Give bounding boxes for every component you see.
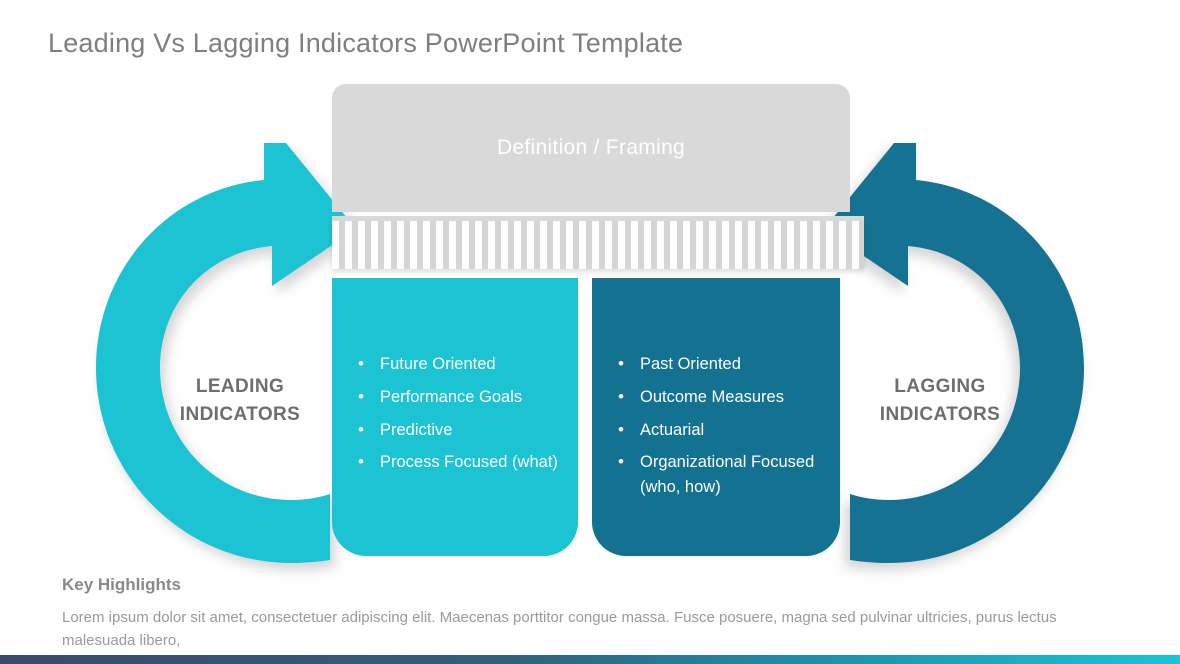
definition-label: Definition / Framing	[496, 136, 686, 159]
striped-divider-band	[332, 216, 864, 269]
leading-label-line1: LEADING	[195, 376, 285, 397]
lagging-label-line1: LAGGING	[894, 376, 986, 397]
list-item: Performance Goals	[354, 384, 560, 410]
list-item: Future Oriented	[354, 351, 560, 377]
leading-indicators-label: LEADING INDICATORS	[140, 373, 340, 428]
list-item: Process Focused (what)	[354, 449, 560, 475]
lagging-indicators-label: LAGGING INDICATORS	[840, 373, 1040, 428]
list-item: Organizational Focused (who, how)	[614, 449, 822, 500]
leading-curved-arrow	[96, 143, 356, 563]
lagging-label-line2: INDICATORS	[879, 403, 1001, 425]
key-highlights-body: Lorem ipsum dolor sit amet, consectetuer…	[62, 609, 1057, 650]
bottom-accent-bar	[0, 655, 1180, 664]
definition-box: Definition / Framing	[332, 84, 850, 212]
list-item: Outcome Measures	[614, 384, 822, 410]
key-highlights-heading: Key Highlights	[62, 575, 182, 594]
footer-section: Key Highlights Lorem ipsum dolor sit ame…	[62, 575, 1122, 653]
leading-indicators-panel: Future Oriented Performance Goals Predic…	[332, 278, 578, 556]
lagging-curved-arrow	[824, 143, 1084, 563]
list-item: Predictive	[354, 417, 560, 443]
lagging-indicators-panel: Past Oriented Outcome Measures Actuarial…	[592, 278, 840, 556]
list-item: Actuarial	[614, 417, 822, 443]
list-item: Past Oriented	[614, 351, 822, 377]
leading-bullet-list: Future Oriented Performance Goals Predic…	[354, 351, 560, 475]
page-title: Leading Vs Lagging Indicators PowerPoint…	[48, 28, 684, 58]
leading-label-line2: INDICATORS	[179, 403, 301, 425]
lagging-bullet-list: Past Oriented Outcome Measures Actuarial…	[614, 351, 822, 500]
